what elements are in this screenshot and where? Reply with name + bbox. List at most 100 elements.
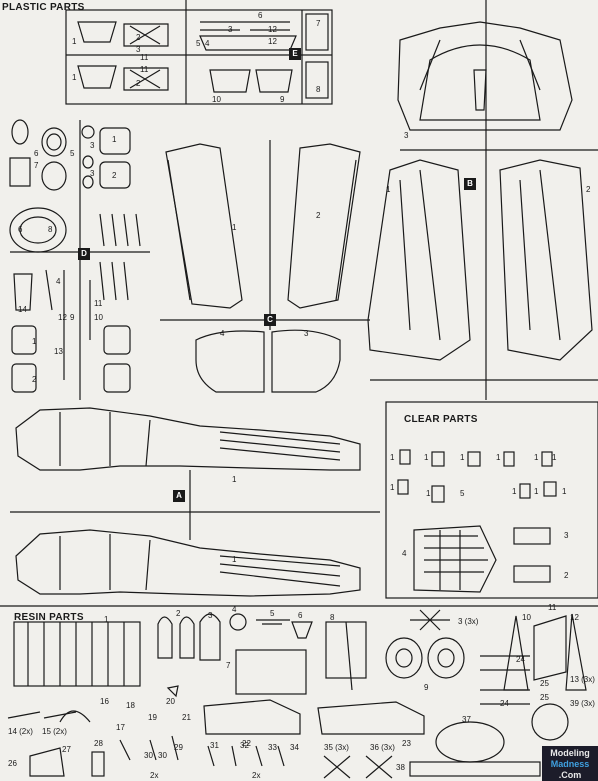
sprue-tag-b: B (464, 178, 476, 190)
part-label: 2 (586, 185, 591, 194)
part-label: 8 (316, 85, 321, 94)
part-label: 1 (496, 453, 501, 462)
part-label: 6 (298, 611, 303, 620)
part-label: 4 (56, 277, 61, 286)
part-label: 19 (148, 713, 157, 722)
clear-parts-heading: CLEAR PARTS (404, 414, 478, 425)
part-label: 14 (18, 305, 27, 314)
part-label: 4 (402, 549, 407, 558)
part-label: 3 (3x) (458, 617, 479, 626)
resin-part-1-floor (13, 621, 141, 687)
part-label: 1 (534, 487, 539, 496)
part-label: 24 (500, 699, 509, 708)
part-label: 27 (62, 745, 71, 754)
sprue-c-aileron-left (195, 330, 265, 393)
part-label: 1 (562, 487, 567, 496)
part-label: 36 (3x) (370, 743, 395, 752)
part-label: 30 (144, 751, 153, 760)
sprue-c-aileron-right (271, 329, 341, 393)
part-label: 13 (3x) (570, 675, 595, 684)
part-label: 16 (100, 697, 109, 706)
part-label: 11 (548, 603, 557, 612)
part-label: 32 (240, 741, 249, 750)
resin-parts-heading: RESIN PARTS (14, 612, 84, 623)
part-label: 9 (280, 95, 285, 104)
part-label: 7 (226, 661, 231, 670)
sprue-a-fuselage-lower (15, 529, 361, 597)
part-label: 35 (3x) (324, 743, 349, 752)
part-label: 3 (564, 531, 569, 540)
part-label: 28 (94, 739, 103, 748)
sprue-e-frame (65, 9, 333, 105)
part-label: 37 (462, 715, 471, 724)
part-label: 38 (396, 763, 405, 772)
part-label: 39 (3x) (570, 699, 595, 708)
clear-parts-frame (385, 401, 598, 599)
part-label: 29 (174, 743, 183, 752)
part-label: 20 (166, 697, 175, 706)
part-label: 6 (258, 11, 263, 20)
part-label: 5 (460, 489, 465, 498)
sprue-c-wing-right (287, 143, 361, 309)
part-label: 7 (34, 161, 39, 170)
modeling-madness-logo: Modeling Madness .Com (542, 746, 598, 781)
part-label: 1 (390, 453, 395, 462)
part-label: 6 (34, 149, 39, 158)
part-label: 1 (32, 337, 37, 346)
part-label: 23 (402, 739, 411, 748)
part-label: 3 (90, 169, 95, 178)
part-label: 4 (220, 329, 225, 338)
sprue-c-wing-left (165, 143, 243, 309)
part-label: 2 (176, 609, 181, 618)
part-label: 1 (386, 185, 391, 194)
part-label: 3 (136, 45, 141, 54)
part-label: 1 (552, 453, 557, 462)
part-label: 14 (2x) (8, 727, 33, 736)
part-label: 8 (48, 225, 53, 234)
part-label: 11 (140, 65, 149, 74)
part-label: 9 (70, 313, 75, 322)
part-label: 1 (232, 555, 237, 564)
part-label: 6 (18, 225, 23, 234)
part-label: 1 (534, 453, 539, 462)
sprue-b-wing-left (367, 159, 471, 361)
part-label: 2 (112, 171, 117, 180)
sprue-a-fuselage-upper (15, 407, 361, 471)
sprue-tag-c: C (264, 314, 276, 326)
part-label: 31 (210, 741, 219, 750)
part-label: 4 (232, 605, 237, 614)
part-label: 12 (268, 25, 277, 34)
part-label: 1 (390, 483, 395, 492)
part-label: 10 (94, 313, 103, 322)
sprue-tag-a: A (173, 490, 185, 502)
part-label: 2 (32, 375, 37, 384)
part-label: 34 (290, 743, 299, 752)
sprue-tag-e: E (289, 48, 301, 60)
part-label: 1 (112, 135, 117, 144)
part-label: 1 (232, 223, 237, 232)
part-label: 13 (54, 347, 63, 356)
part-label: 33 (268, 743, 277, 752)
part-label: 5 (270, 609, 275, 618)
part-label: 1 (424, 453, 429, 462)
part-label: 2x (150, 771, 159, 780)
part-label: 25 (540, 693, 549, 702)
part-label: 15 (2x) (42, 727, 67, 736)
part-label: 5 (70, 149, 75, 158)
part-label: 25 (540, 679, 549, 688)
part-label: 2x (252, 771, 261, 780)
part-label: 10 (522, 613, 531, 622)
part-label: 11 (140, 53, 149, 62)
sprue-b-stabilizer (397, 21, 573, 131)
part-label: 7 (316, 19, 321, 28)
part-label: 4 (205, 39, 210, 48)
part-label: 1 (512, 487, 517, 496)
part-label: 18 (126, 701, 135, 710)
part-label: 1 (426, 489, 431, 498)
part-label: 3 (208, 611, 213, 620)
part-label: 1 (104, 615, 109, 624)
part-label: 1 (72, 37, 77, 46)
part-label: 2 (136, 33, 141, 42)
